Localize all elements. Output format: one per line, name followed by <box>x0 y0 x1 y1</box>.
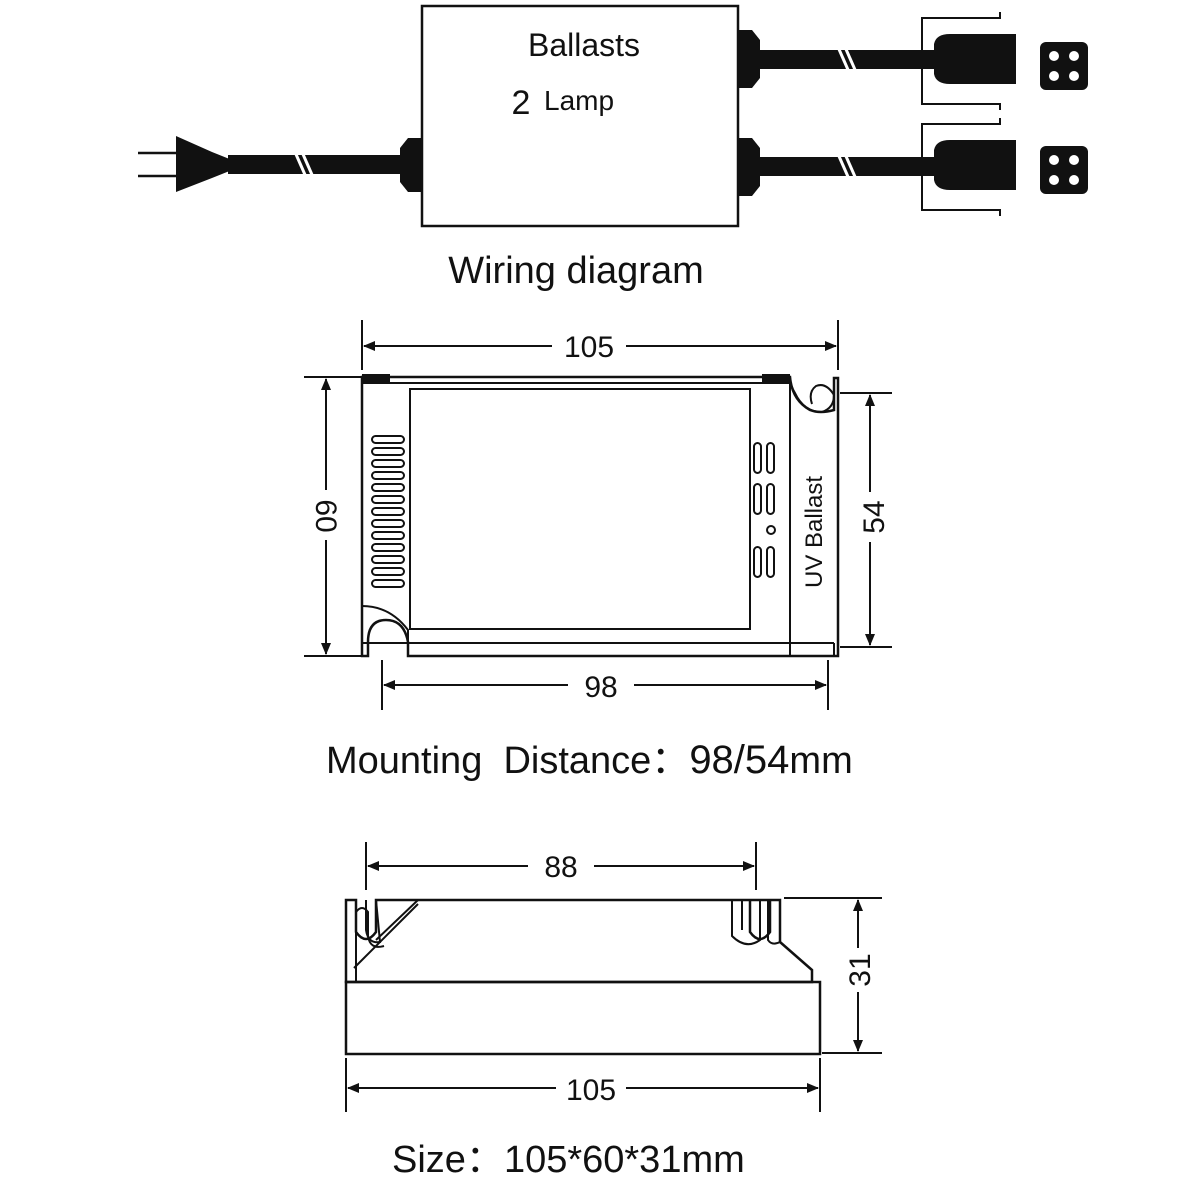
wiring-diagram: Ballasts 2 Lamp <box>138 4 1088 292</box>
power-plug-icon <box>138 136 232 192</box>
four-pin-socket-icon <box>1040 146 1088 194</box>
wiring-caption: Wiring diagram <box>448 250 704 292</box>
ballast-body-side <box>344 980 822 1056</box>
mounting-caption: Mounting Distance：98/54mm <box>326 738 853 782</box>
ballast-box-title: Ballasts <box>528 27 640 63</box>
dim-mount-height-label: 54 <box>858 500 891 533</box>
lamp-connector-bottom <box>921 118 1016 216</box>
product-label: UV Ballast <box>801 476 828 588</box>
lamp-cable-strain-relief-top <box>738 30 760 88</box>
dim-side-bottom-label: 105 <box>566 1074 616 1107</box>
housing-window <box>409 388 751 630</box>
dim-height-label: 60 <box>309 499 342 532</box>
dim-width-label: 105 <box>564 331 614 364</box>
lamp-cable-strain-relief-bottom <box>738 138 760 196</box>
size-caption: Size：105*60*31mm <box>392 1139 745 1181</box>
cord-strain-relief <box>400 138 422 192</box>
top-view-drawing: 105 60 <box>304 320 892 782</box>
lamp-word: Lamp <box>544 85 614 116</box>
ballast-box <box>420 4 740 228</box>
power-cord <box>228 151 402 178</box>
four-pin-socket-icon <box>1040 42 1088 90</box>
vent-slots-right <box>753 442 776 578</box>
dim-side-height-label: 31 <box>844 953 877 986</box>
vent-slots-left <box>371 435 405 588</box>
lamp-cable-top <box>758 46 935 73</box>
lamp-connector-top <box>921 12 1016 110</box>
dim-mount-width-label: 98 <box>584 671 617 704</box>
lamp-count: 2 <box>512 84 531 122</box>
side-view-drawing: 88 31 105 Size：105*60*31mm <box>344 842 882 1181</box>
dim-side-top-label: 88 <box>544 851 577 884</box>
lamp-cable-bottom <box>758 153 935 180</box>
